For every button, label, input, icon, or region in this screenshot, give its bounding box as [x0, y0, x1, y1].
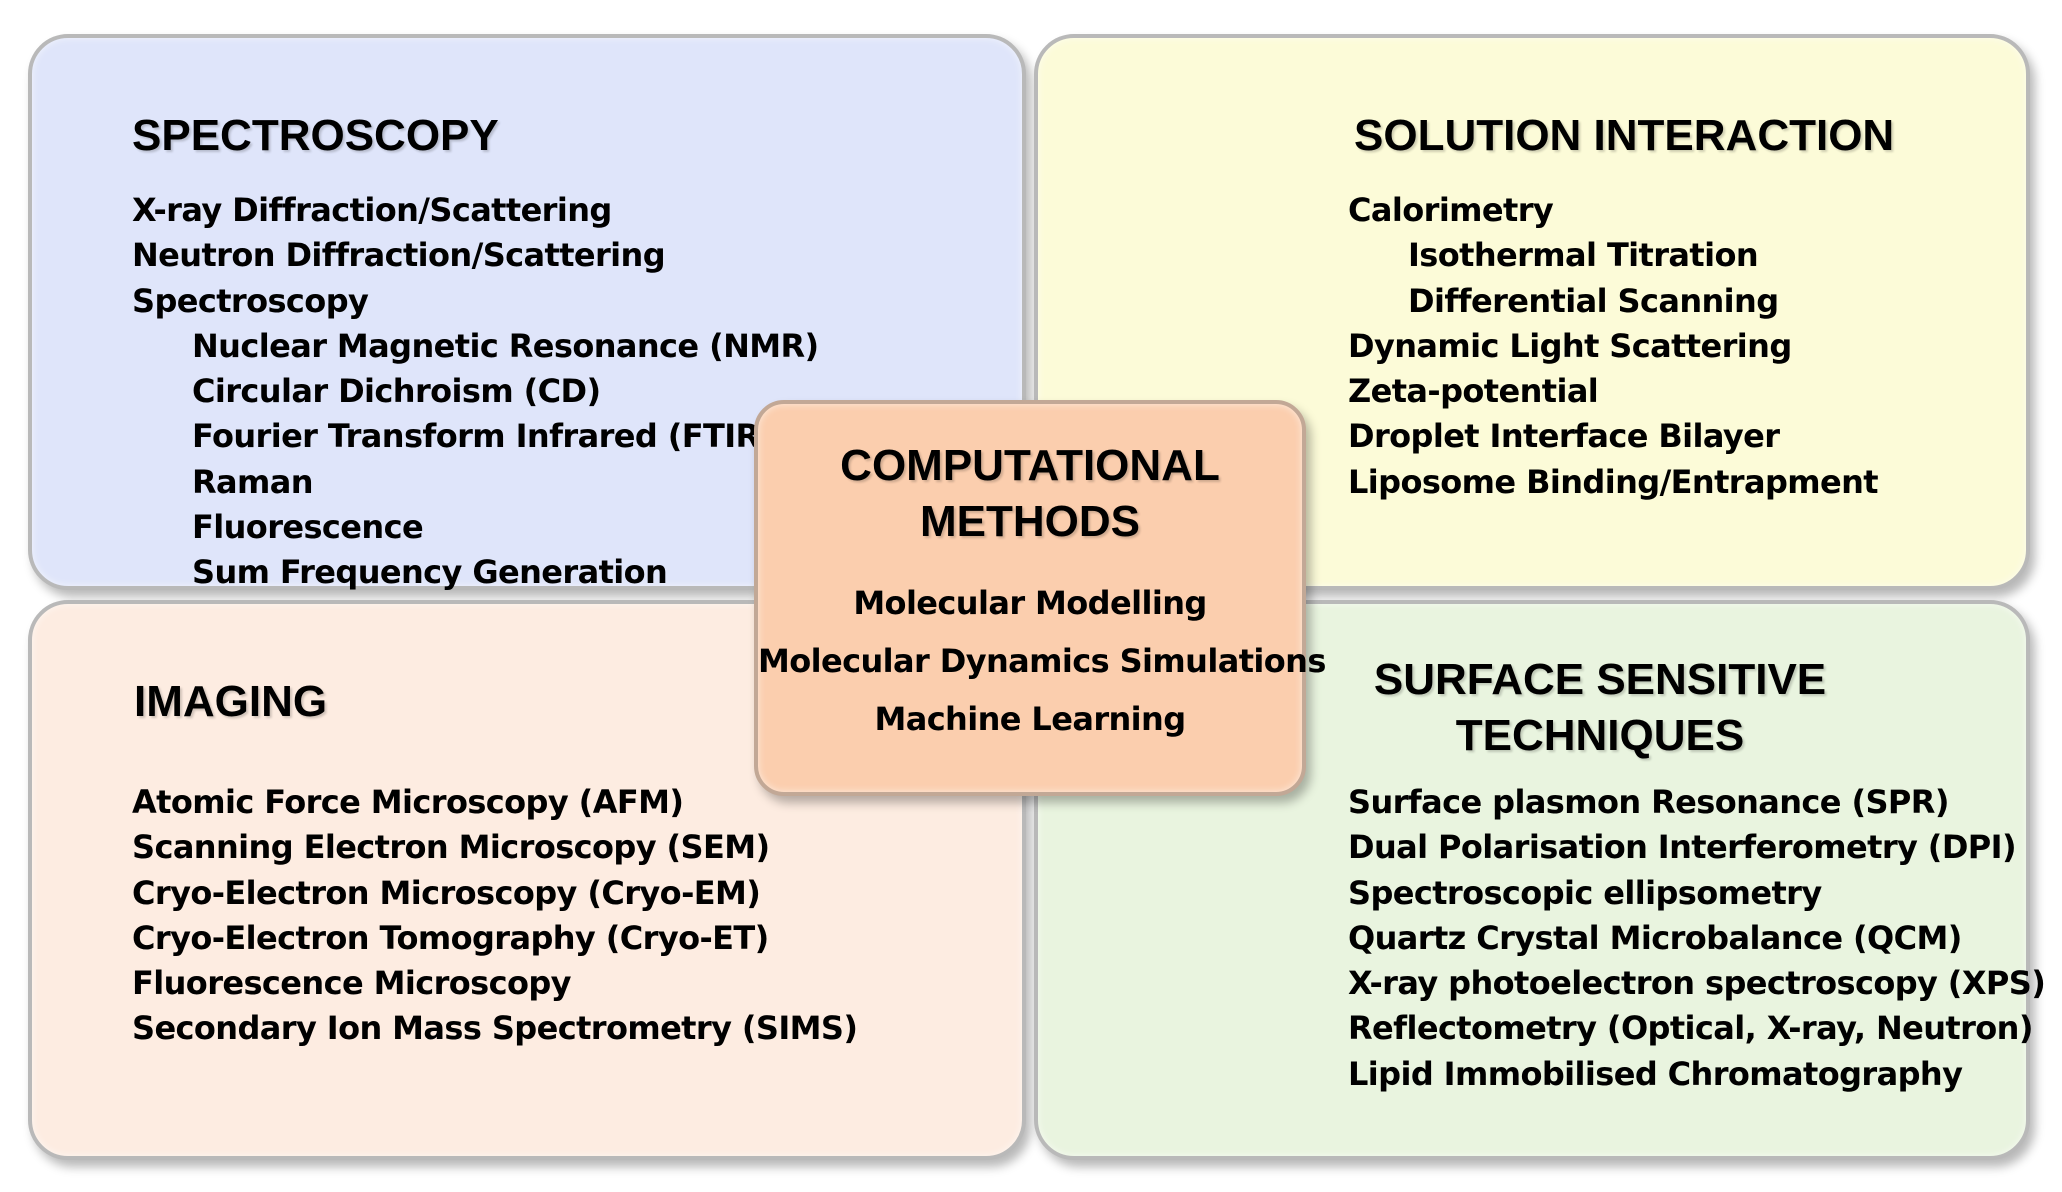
list-item: X-ray photoelectron spectroscopy (XPS): [1348, 964, 2046, 1003]
list-item: Fluorescence Microscopy: [132, 964, 572, 1003]
list-item: Sum Frequency Generation: [192, 553, 668, 592]
list-item: Nuclear Magnetic Resonance (NMR): [192, 326, 819, 365]
list-item: Liposome Binding/Entrapment: [1348, 462, 1879, 501]
list-item: Raman: [192, 462, 314, 501]
computational-methods-title-line2: METHODS: [920, 497, 1140, 546]
list-item: Molecular Dynamics Simulations: [758, 642, 1326, 680]
list-item: Secondary Ion Mass Spectrometry (SIMS): [132, 1009, 858, 1048]
list-item: Surface plasmon Resonance (SPR): [1348, 783, 1949, 821]
list-item: Isothermal Titration: [1408, 236, 1759, 275]
list-item: Cryo-Electron Tomography (Cryo-ET): [132, 918, 769, 957]
spectroscopy-title: SPECTROSCOPY: [132, 111, 499, 160]
computational-methods-title-line1: COMPUTATIONAL: [840, 441, 1220, 490]
solution-interaction-title: SOLUTION INTERACTION: [1354, 111, 1895, 160]
list-item: Scanning Electron Microscopy (SEM): [132, 828, 770, 867]
list-item: Lipid Immobilised Chromatography: [1348, 1054, 1963, 1093]
list-item: Spectroscopic ellipsometry: [1348, 873, 1822, 912]
imaging-title: IMAGING: [134, 677, 328, 726]
surface-sensitive-list: Surface plasmon Resonance (SPR) Dual Pola…: [1348, 780, 2046, 1097]
list-item: Reflectometry (Optical, X-ray, Neutron): [1348, 1009, 2033, 1048]
list-item: Dual Polarisation Interferometry (DPI): [1348, 828, 2017, 867]
list-item: X-ray Diffraction/Scattering: [132, 191, 612, 229]
list-item: Differential Scanning: [1408, 281, 1779, 320]
list-item: Spectroscopy: [132, 281, 369, 320]
list-item: Droplet Interface Bilayer: [1348, 417, 1780, 456]
list-item: Fourier Transform Infrared (FTIR): [192, 417, 774, 456]
list-item: Circular Dichroism (CD): [192, 372, 601, 411]
list-item: Quartz Crystal Microbalance (QCM): [1348, 918, 1962, 957]
list-item: Machine Learning: [874, 700, 1186, 738]
surface-sensitive-title: SURFACE SENSITIVE TECHNIQUES: [1350, 652, 1850, 764]
list-item: Calorimetry: [1348, 191, 1554, 229]
list-item: Dynamic Light Scattering: [1348, 326, 1792, 365]
imaging-list: Atomic Force Microscopy (AFM) Scanning El…: [132, 780, 858, 1052]
list-item: Cryo-Electron Microscopy (Cryo-EM): [132, 873, 761, 912]
list-item: Fluorescence: [192, 508, 424, 547]
list-item: Neutron Diffraction/Scattering: [132, 236, 666, 275]
computational-methods-title: COMPUTATIONAL METHODS: [758, 438, 1302, 550]
computational-methods-panel: COMPUTATIONAL METHODS Molecular Modellin…: [754, 400, 1326, 796]
surface-sensitive-title-line2: TECHNIQUES: [1455, 711, 1745, 760]
surface-sensitive-title-line1: SURFACE SENSITIVE: [1373, 655, 1827, 704]
list-item: Molecular Modelling: [853, 584, 1207, 622]
list-item: Zeta-potential: [1348, 372, 1599, 411]
list-item: Atomic Force Microscopy (AFM): [132, 783, 684, 821]
spectroscopy-panel: SPECTROSCOPY X-ray Diffraction/Scatterin…: [28, 34, 1026, 591]
